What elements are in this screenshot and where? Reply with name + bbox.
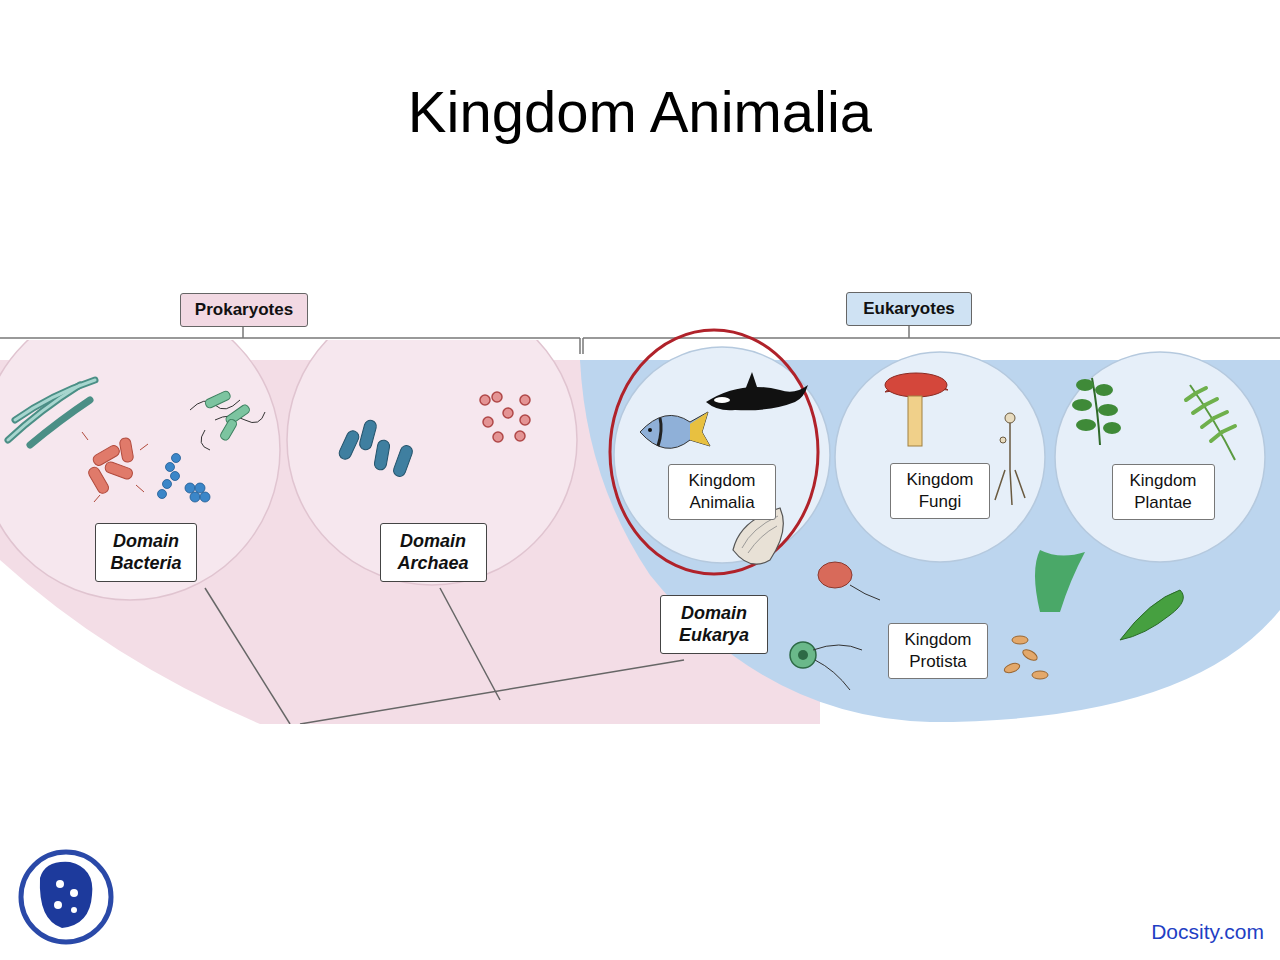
bacteria-circle xyxy=(0,340,280,600)
animal-picture xyxy=(640,372,808,564)
fungi-circle xyxy=(835,352,1045,562)
node-text: Domain Eukarya xyxy=(667,602,761,647)
node-text: Kingdom Plantae xyxy=(1119,470,1208,514)
node-text: Kingdom Protista xyxy=(895,629,981,673)
node-text: Domain Archaea xyxy=(387,530,480,575)
node-text: Prokaryotes xyxy=(187,300,301,320)
prokaryote-header: Prokaryotes xyxy=(180,293,308,327)
plantae-circle xyxy=(1055,352,1265,562)
node-text: Kingdom Fungi xyxy=(897,469,983,513)
archaea-circle xyxy=(287,340,577,585)
protist-picture xyxy=(790,550,1183,690)
node-text: Kingdom Animalia xyxy=(675,470,769,514)
eukaryote-header: Eukaryotes xyxy=(846,292,972,326)
kingdom-box: Kingdom Animalia xyxy=(668,464,776,520)
domain-box: Domain Archaea xyxy=(380,523,487,582)
logo xyxy=(21,852,111,942)
archaea-picture xyxy=(337,392,530,478)
kingdom-box: Kingdom Plantae xyxy=(1112,464,1215,520)
highlight-ring xyxy=(610,330,818,574)
tree-branch xyxy=(205,588,684,724)
watermark: Docsity.com xyxy=(1151,920,1264,944)
domain-box: Domain Bacteria xyxy=(95,523,197,582)
plant-picture xyxy=(1072,378,1235,460)
kingdom-box: Kingdom Fungi xyxy=(890,463,990,519)
node-text: Eukaryotes xyxy=(853,299,965,319)
kingdom-box: Kingdom Protista xyxy=(888,623,988,679)
node-text: Domain Bacteria xyxy=(102,530,190,575)
title: Kingdom Animalia xyxy=(0,78,1280,145)
bacteria-picture xyxy=(8,380,265,502)
domain-box: Domain Eukarya xyxy=(660,595,768,654)
